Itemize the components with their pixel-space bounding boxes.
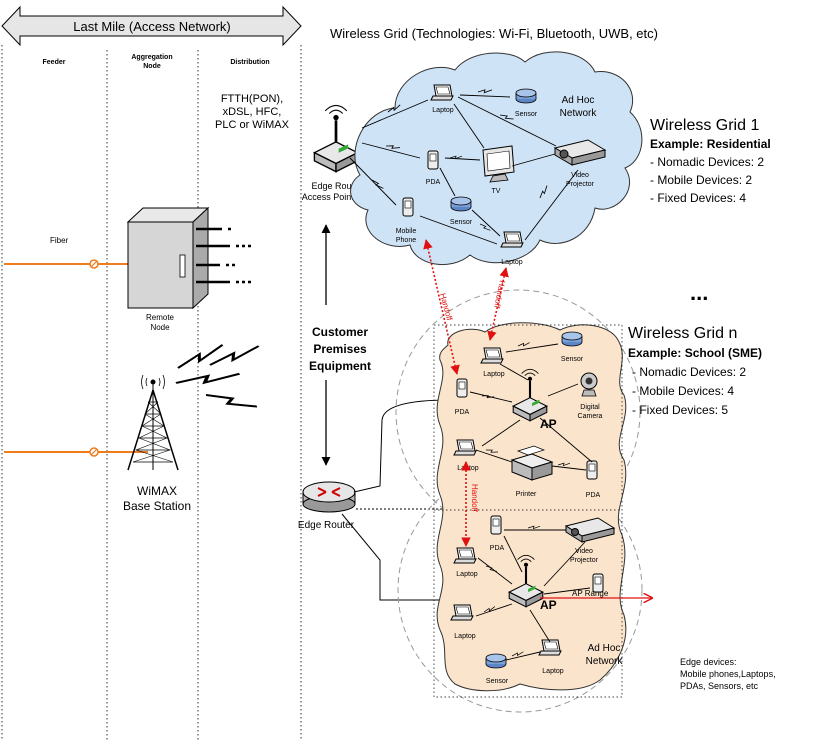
edge-router-icon: [302, 481, 356, 513]
gn-printer-icon: [510, 445, 554, 481]
gn-sensor2-icon: [485, 653, 507, 669]
col-aggregation-node: Node: [143, 63, 161, 70]
edge-devices-2: Mobile phones,Laptops,: [680, 669, 776, 679]
wireless-signal-bolts: [173, 343, 262, 415]
remote-node-drops: [196, 227, 254, 284]
last-mile-label: Last Mile (Access Network): [73, 19, 230, 34]
cpe-label-3: Equipment: [309, 359, 371, 373]
cpe-label-2: Premises: [313, 342, 367, 356]
gridn-item-1: - Nomadic Devices: 2: [632, 365, 746, 379]
handoff-arrow-1: [423, 239, 460, 375]
g1-mobile-1: Mobile: [396, 228, 417, 235]
gn-pda-label: PDA: [455, 409, 470, 416]
wimax-label-2: Base Station: [123, 499, 191, 513]
column-separators: [1, 45, 302, 740]
grid1-item-1: - Nomadic Devices: 2: [650, 155, 764, 169]
gridn-item-3: - Fixed Devices: 5: [632, 403, 728, 417]
cpe-label-1: Customer: [312, 325, 368, 339]
g1-links: [349, 94, 579, 245]
g1-video-1: Video: [571, 172, 589, 179]
g1-adhoc-1: Ad Hoc: [562, 95, 595, 106]
handoff-label-2: Handoff: [492, 280, 507, 310]
gn-sensor-icon: [561, 331, 583, 347]
dist-tech-3: PLC or WiMAX: [215, 119, 290, 131]
edge-devices-3: PDAs, Sensors, etc: [680, 681, 759, 691]
gridn-item-2: - Mobile Devices: 4: [632, 384, 734, 398]
remote-node-label-2: Node: [150, 323, 170, 332]
g1-mobile-2: Phone: [396, 237, 416, 244]
gn-pda3-label: PDA: [490, 545, 505, 552]
gn-video-1: Video: [575, 548, 593, 555]
g1-sensor2-icon: [450, 196, 472, 212]
edge-router-ap-icon: [313, 104, 359, 173]
dist-tech-2: xDSL, HFC,: [223, 106, 282, 118]
gn-sensor-label: Sensor: [561, 356, 584, 363]
grid1-item-2: - Mobile Devices: 2: [650, 173, 752, 187]
handoff-label-3: Handoff: [470, 484, 479, 513]
gn-pda-icon: [456, 378, 468, 398]
gn-adhoc-1: Ad Hoc: [588, 643, 621, 654]
edge-devices-1: Edge devices:: [680, 657, 737, 667]
g1-projector-icon: [553, 139, 607, 166]
gn-ap2-label: AP: [540, 598, 557, 612]
col-distribution: Distribution: [230, 59, 269, 66]
gn-adhoc-2: Network: [586, 656, 624, 667]
gridn-example: Example: School (SME): [628, 346, 762, 360]
gridn-cloud: [436, 322, 627, 692]
gn-camera-1: Digital: [580, 404, 600, 411]
gn-laptop2-label: Laptop: [457, 465, 479, 472]
g1-pda-label: PDA: [426, 179, 441, 186]
remote-node-label-1: Remote: [146, 313, 175, 322]
gn-printer-label: Printer: [516, 491, 537, 498]
g1-adhoc-2: Network: [560, 108, 598, 119]
gn-video-2: Projector: [570, 557, 599, 564]
gn-pda2-label: PDA: [586, 492, 601, 499]
gn-laptop5-label: Laptop: [542, 668, 564, 675]
g1-video-2: Projector: [566, 181, 595, 188]
gn-sensor2-label: Sensor: [486, 678, 509, 685]
wimax-tower-icon: [127, 374, 179, 471]
fiber-line-bottom: [4, 447, 148, 457]
gn-camera-icon: [580, 372, 598, 397]
ap-range-label: AP Range: [572, 589, 609, 598]
handoff-arrow-2: [487, 267, 509, 341]
fiber-label: Fiber: [50, 236, 69, 245]
g1-tv-label: TV: [492, 188, 501, 195]
gn-projector-icon: [564, 517, 616, 543]
g1-sensor-label: Sensor: [515, 111, 538, 118]
gn-laptop4-label: Laptop: [454, 633, 476, 640]
gn-ap-label: AP: [540, 417, 557, 431]
edge-router-label: Edge Router: [298, 520, 355, 531]
g1-laptop-label: Laptop: [432, 107, 454, 114]
last-mile-arrow: [1, 5, 302, 47]
grid1-example: Example: Residential: [650, 137, 771, 151]
fiber-line-top: [4, 259, 128, 269]
gn-pda2-icon: [586, 460, 598, 480]
g1-tv-icon: [482, 145, 515, 183]
gn-laptop3-label: Laptop: [456, 571, 478, 578]
dist-tech-1: FTTH(PON),: [221, 93, 283, 105]
wimax-label-1: WiMAX: [137, 484, 177, 498]
gn-pda3-icon: [490, 515, 502, 535]
g1-sensor-icon: [515, 88, 537, 104]
g1-laptop2-label: Laptop: [501, 259, 523, 266]
g1-sensor2-label: Sensor: [450, 219, 473, 226]
g1-pda-icon: [427, 150, 439, 170]
col-feeder: Feeder: [43, 59, 66, 66]
gridn-title: Wireless Grid n: [628, 325, 737, 342]
g1-mobile-icon: [402, 197, 414, 217]
edge-router-ap-label-1: Edge Router/: [311, 181, 365, 191]
grid1-item-3: - Fixed Devices: 4: [650, 191, 746, 205]
col-aggregation: Aggregation: [131, 54, 172, 61]
remote-node-cabinet-icon: [126, 206, 210, 310]
more-grids-ellipsis: ...: [690, 280, 708, 305]
grid1-title: Wireless Grid 1: [650, 117, 759, 134]
gn-laptop-label: Laptop: [483, 371, 505, 378]
edge-router-ap-label-2: Access Point (AP): [302, 192, 375, 202]
gn-camera-2: Camera: [578, 413, 603, 420]
wireless-grid-title: Wireless Grid (Technologies: Wi-Fi, Blue…: [330, 26, 658, 41]
